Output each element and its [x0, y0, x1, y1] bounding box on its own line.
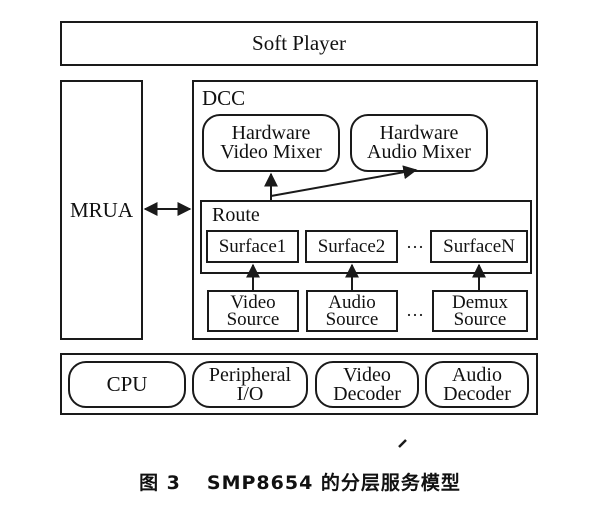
scan-mark [398, 439, 407, 448]
cpu-box: CPU [68, 361, 186, 408]
audio-decoder-line2: Decoder [443, 382, 511, 405]
surface-1: Surface1 [206, 230, 299, 263]
dcc-label: DCC [202, 86, 246, 110]
soft-player-label: Soft Player [252, 31, 346, 55]
audio-source-line2: Source [325, 309, 379, 330]
surface-ellipsis: ··· [406, 237, 424, 257]
hardware-audio-mixer: Hardware Audio Mixer [350, 114, 488, 172]
peripheral-io-line2: I/O [236, 382, 264, 405]
video-decoder-box: Video Decoder [315, 361, 419, 408]
video-source-line2: Source [226, 309, 280, 330]
demux-source-line1: Demux [452, 292, 508, 313]
peripheral-io-line1: Peripheral [208, 363, 292, 386]
audio-decoder-line1: Audio [451, 363, 502, 386]
audio-source-line1: Audio [328, 292, 376, 313]
hw-audio-mixer-line1: Hardware [379, 122, 459, 144]
audio-source: Audio Source [306, 290, 398, 332]
video-source-line1: Video [230, 292, 276, 313]
figure-caption: 图 3 SMP8654 的分层服务模型 [0, 468, 600, 495]
surface-n: SurfaceN [430, 230, 528, 263]
route-label: Route [212, 204, 260, 226]
figure-number: 图 3 [139, 472, 181, 494]
figure-title: SMP8654 的分层服务模型 [206, 472, 461, 494]
surface-2: Surface2 [305, 230, 398, 263]
demux-source-line2: Source [453, 309, 507, 330]
surface-2-label: Surface2 [317, 235, 386, 257]
mrua-label: MRUA [69, 197, 133, 222]
hw-video-mixer-line1: Hardware [231, 122, 311, 144]
mrua-box: MRUA [60, 80, 143, 340]
source-ellipsis: ··· [406, 305, 424, 325]
surface-n-label: SurfaceN [443, 235, 515, 257]
surface-1-label: Surface1 [218, 235, 287, 257]
hw-audio-mixer-line2: Audio Mixer [367, 141, 471, 163]
demux-source: Demux Source [432, 290, 528, 332]
soft-player-box: Soft Player [60, 21, 538, 66]
video-source: Video Source [207, 290, 299, 332]
hardware-video-mixer: Hardware Video Mixer [202, 114, 340, 172]
video-decoder-line2: Decoder [333, 382, 401, 405]
hw-video-mixer-line2: Video Mixer [220, 141, 322, 163]
cpu-label: CPU [106, 372, 148, 396]
peripheral-io-box: Peripheral I/O [192, 361, 308, 408]
audio-decoder-box: Audio Decoder [425, 361, 529, 408]
video-decoder-line1: Video [343, 363, 391, 386]
